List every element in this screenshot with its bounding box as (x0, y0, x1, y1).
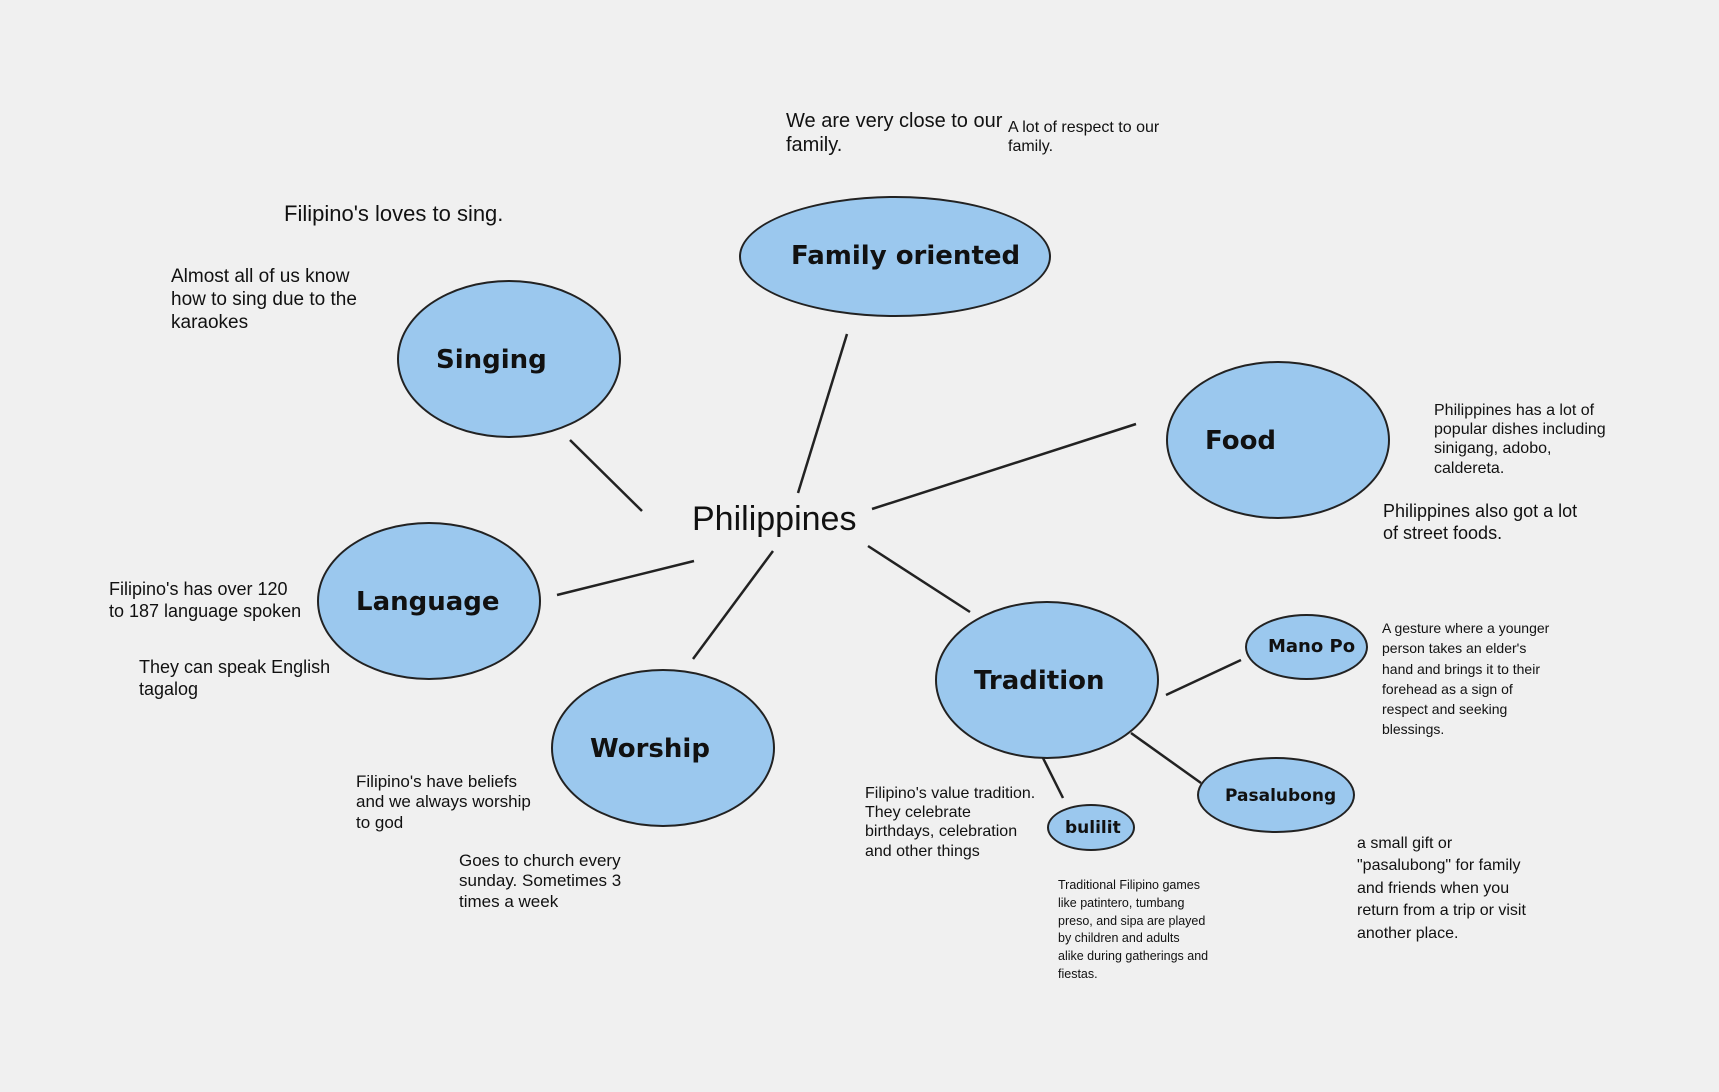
connector-tradition (867, 544, 971, 614)
connector-singing (569, 439, 643, 512)
node-singing[interactable]: Singing (397, 280, 621, 438)
node-label: Worship (590, 734, 710, 764)
node-label: Tradition (974, 666, 1105, 696)
connector-worship (691, 550, 775, 660)
note-singing-loves: Filipino's loves to sing. (284, 201, 504, 226)
node-label: Pasalubong (1225, 786, 1337, 806)
node-mano-po[interactable]: Mano Po (1245, 614, 1368, 680)
node-label: bulilit (1065, 818, 1121, 838)
node-pasalubong[interactable]: Pasalubong (1197, 757, 1355, 833)
node-worship[interactable]: Worship (551, 669, 775, 827)
connector-bulilit (1038, 751, 1065, 799)
node-label: Mano Po (1268, 636, 1356, 657)
node-food[interactable]: Food (1166, 361, 1390, 519)
center-title: Philippines (692, 500, 857, 538)
note-tradition-value: Filipino's value tradition.They celebrat… (865, 785, 1036, 860)
connector-family (796, 333, 849, 494)
node-language[interactable]: Language (317, 522, 541, 680)
node-label: Food (1205, 426, 1277, 456)
node-label: Family oriented (791, 241, 1021, 271)
node-family-oriented[interactable]: Family oriented (739, 196, 1051, 317)
node-tradition[interactable]: Tradition (935, 601, 1159, 759)
connector-language (556, 559, 695, 597)
node-label: Singing (436, 345, 547, 375)
node-bulilit[interactable]: bulilit (1047, 804, 1135, 851)
connector-mano-po (1165, 658, 1242, 697)
node-label: Language (356, 587, 500, 617)
connector-pasalubong (1130, 731, 1202, 785)
connector-food (871, 422, 1137, 511)
